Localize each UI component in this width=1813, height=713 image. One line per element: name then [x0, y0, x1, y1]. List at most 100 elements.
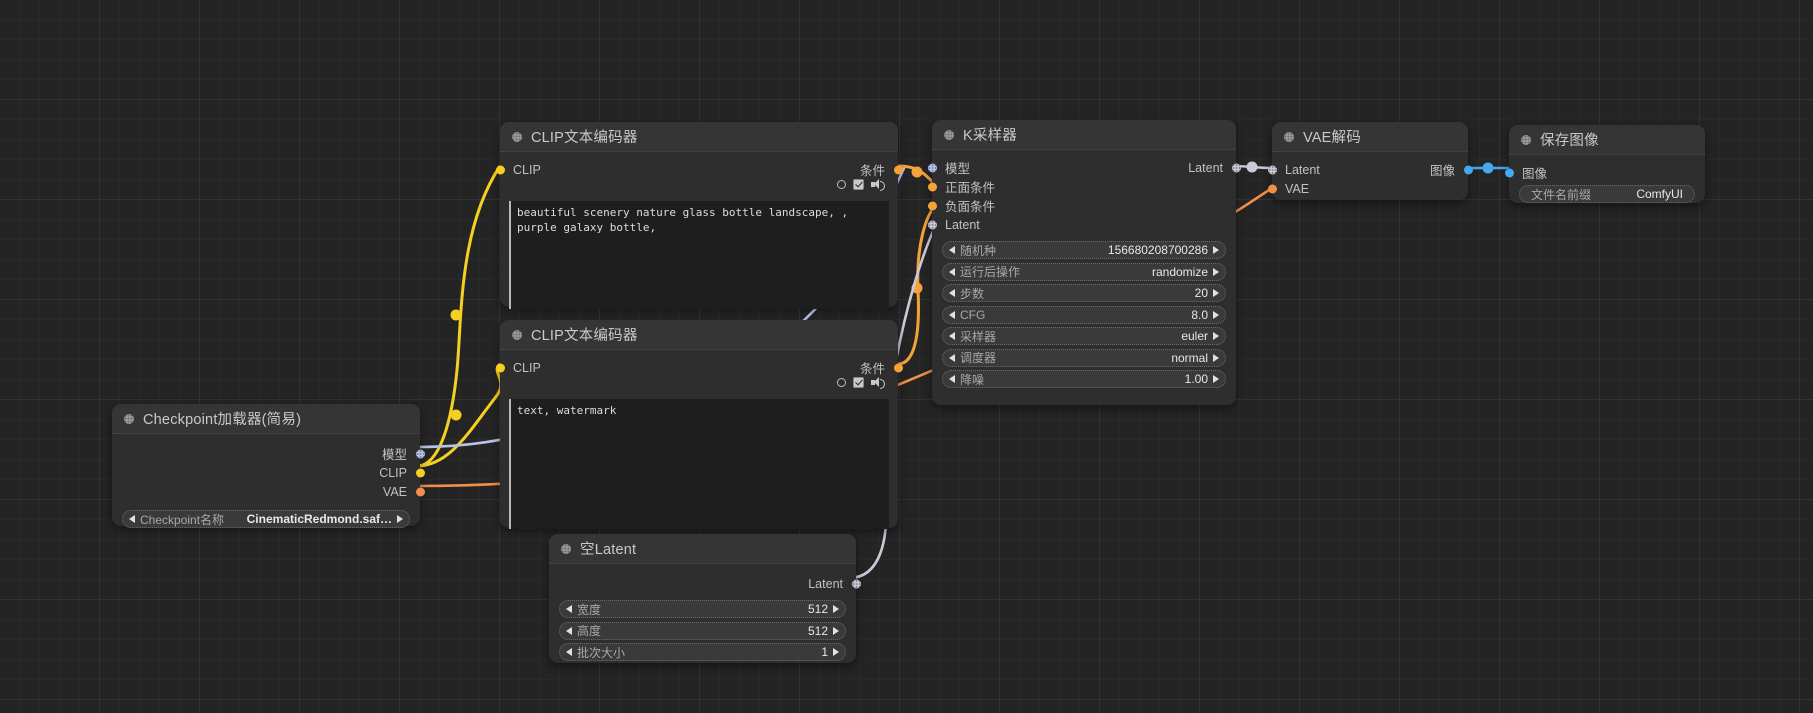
output-port-dot-latent[interactable]: [1231, 163, 1241, 172]
input-port-dot-image[interactable]: [1504, 168, 1514, 177]
prompt-textarea[interactable]: text, watermark: [509, 399, 889, 529]
input-port-dot-vae[interactable]: [1267, 184, 1277, 193]
decrement-arrow-icon[interactable]: [129, 515, 135, 523]
circle-toggle-icon[interactable]: [837, 180, 846, 189]
output-port-label: 条件: [859, 362, 885, 376]
node-save-image[interactable]: 保存图像 图像 文件名前缀 ComfyUI: [1504, 125, 1705, 203]
node-header[interactable]: 保存图像: [1509, 125, 1705, 155]
widget-steps[interactable]: 步数 20: [942, 284, 1226, 302]
decrement-arrow-icon[interactable]: [949, 332, 955, 340]
port-dot-vae[interactable]: [415, 487, 425, 496]
node-empty-latent-image[interactable]: 空Latent Latent 宽度 512 高度 512 批次大小 1: [549, 534, 861, 663]
input-port-dot-clip[interactable]: [495, 165, 505, 174]
output-port-clip[interactable]: CLIP: [112, 463, 425, 482]
collapse-icon[interactable]: [1284, 131, 1294, 142]
increment-arrow-icon[interactable]: [833, 648, 839, 656]
widget-label: 批次大小: [577, 645, 626, 660]
output-port-dot-image[interactable]: [1463, 165, 1473, 174]
node-header[interactable]: 空Latent: [549, 534, 856, 564]
widget-denoise[interactable]: 降噪 1.00: [942, 370, 1226, 388]
port-dot-clip[interactable]: [415, 468, 425, 477]
increment-arrow-icon[interactable]: [1213, 289, 1219, 297]
decrement-arrow-icon[interactable]: [566, 605, 572, 613]
widget-scheduler[interactable]: 调度器 normal: [942, 348, 1226, 367]
node-header[interactable]: VAE解码: [1272, 122, 1468, 152]
node-header[interactable]: K采样器: [932, 120, 1236, 150]
increment-arrow-icon[interactable]: [1213, 267, 1219, 276]
collapse-icon[interactable]: [512, 329, 522, 340]
decrement-arrow-icon[interactable]: [949, 375, 955, 383]
input-port-dot-positive[interactable]: [927, 182, 937, 191]
collapse-icon[interactable]: [1521, 134, 1531, 145]
checkbox-toggle-icon[interactable]: [853, 179, 864, 190]
decrement-arrow-icon[interactable]: [949, 353, 955, 362]
decrement-arrow-icon[interactable]: [949, 289, 955, 297]
input-port-negative[interactable]: 负面条件: [927, 196, 1236, 215]
port-dot-latent[interactable]: [851, 579, 861, 588]
output-port-vae[interactable]: VAE: [112, 482, 425, 501]
input-port-label: CLIP: [513, 360, 541, 375]
port-row-clip: CLIP 条件: [495, 358, 903, 377]
node-title: CLIP文本编码器: [531, 328, 638, 344]
collapse-icon[interactable]: [944, 129, 954, 140]
input-port-latent[interactable]: Latent: [927, 215, 1236, 234]
input-port-dot-latent[interactable]: [1267, 165, 1277, 174]
widget-checkpoint-name[interactable]: Checkpoint名称 CinematicRedmond.saf…: [122, 510, 410, 528]
increment-arrow-icon[interactable]: [1213, 310, 1219, 319]
widget-sampler-name[interactable]: 采样器 euler: [942, 327, 1226, 345]
increment-arrow-icon[interactable]: [1213, 332, 1219, 340]
input-port-dot-latent[interactable]: [927, 220, 937, 229]
input-port-dot-model[interactable]: [927, 163, 937, 172]
widget-label: 步数: [960, 286, 985, 301]
increment-arrow-icon[interactable]: [833, 605, 839, 613]
increment-arrow-icon[interactable]: [397, 515, 403, 523]
port-dot-model[interactable]: [415, 449, 425, 458]
node-header[interactable]: CLIP文本编码器: [500, 320, 898, 350]
decrement-arrow-icon[interactable]: [949, 267, 955, 276]
decrement-arrow-icon[interactable]: [949, 246, 955, 254]
collapse-icon[interactable]: [124, 413, 134, 424]
node-clip-text-encode-negative[interactable]: CLIP文本编码器 CLIP 条件 text, watermark: [495, 320, 903, 529]
widget-width[interactable]: 宽度 512: [559, 600, 846, 618]
output-port-dot-conditioning[interactable]: [893, 363, 903, 372]
widget-batch-size[interactable]: 批次大小 1: [559, 643, 846, 661]
input-port-dot-clip[interactable]: [495, 363, 505, 372]
node-clip-text-encode-positive[interactable]: CLIP文本编码器 CLIP 条件 beautiful scenery natu…: [495, 122, 903, 309]
increment-arrow-icon[interactable]: [1213, 375, 1219, 383]
prompt-textarea[interactable]: beautiful scenery nature glass bottle la…: [509, 201, 889, 309]
node-title: 保存图像: [1540, 133, 1599, 149]
widget-height[interactable]: 高度 512: [559, 621, 846, 640]
collapse-icon[interactable]: [512, 131, 522, 142]
circle-toggle-icon[interactable]: [837, 378, 846, 387]
collapse-icon[interactable]: [561, 543, 571, 554]
input-port-image[interactable]: 图像: [1504, 163, 1705, 182]
checkbox-toggle-icon[interactable]: [853, 377, 864, 388]
node-header[interactable]: Checkpoint加载器(简易): [112, 404, 420, 434]
widget-control-after-generate[interactable]: 运行后操作 randomize: [942, 262, 1226, 281]
input-port-positive[interactable]: 正面条件: [927, 177, 1236, 196]
increment-arrow-icon[interactable]: [833, 626, 839, 635]
output-port-latent[interactable]: Latent: [549, 574, 861, 593]
widget-value: euler: [1181, 329, 1208, 343]
node-ksampler[interactable]: K采样器 模型 Latent 正面条件 负面条件 Latent 随机种 1566…: [927, 120, 1241, 405]
input-port-vae[interactable]: VAE: [1267, 179, 1468, 198]
widget-cfg[interactable]: CFG 8.0: [942, 305, 1226, 324]
speaker-toggle-icon[interactable]: [871, 179, 885, 191]
decrement-arrow-icon[interactable]: [566, 626, 572, 635]
node-header[interactable]: CLIP文本编码器: [500, 122, 898, 152]
widget-seed[interactable]: 随机种 156680208700286: [942, 241, 1226, 259]
node-checkpoint-loader[interactable]: Checkpoint加载器(简易) 模型 CLIP VAE Checkpoint…: [112, 404, 425, 528]
node-toggle-row[interactable]: [837, 179, 885, 191]
output-port-model[interactable]: 模型: [112, 444, 425, 463]
increment-arrow-icon[interactable]: [1213, 246, 1219, 254]
decrement-arrow-icon[interactable]: [949, 310, 955, 319]
input-port-dot-negative[interactable]: [927, 201, 937, 210]
node-toggle-row[interactable]: [837, 377, 885, 389]
output-port-dot-conditioning[interactable]: [893, 165, 903, 174]
widget-filename-prefix[interactable]: 文件名前缀 ComfyUI: [1519, 185, 1695, 203]
increment-arrow-icon[interactable]: [1213, 353, 1219, 362]
decrement-arrow-icon[interactable]: [566, 648, 572, 656]
node-vae-decode[interactable]: VAE解码 Latent 图像 VAE: [1267, 122, 1473, 200]
speaker-toggle-icon[interactable]: [871, 377, 885, 389]
